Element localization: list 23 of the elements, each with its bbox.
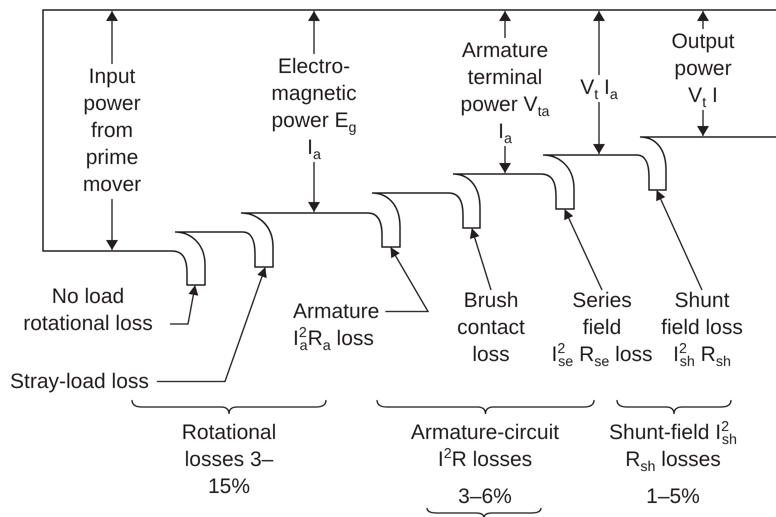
power-label: Armature terminal power V$_{ta}$ I$_{a}$ bbox=[460, 38, 550, 145]
power-label: Electro-magnetic power E$_{g}$ I$_{a}$ bbox=[270, 54, 358, 161]
power-label: V$_{t}$ I$_{a}$ bbox=[580, 75, 618, 101]
loss-label: No load rotational loss bbox=[12, 283, 164, 337]
loss-label: I$^{2}$$_{a}$R$_{a}$ loss bbox=[293, 325, 374, 352]
leader-line bbox=[656, 190, 703, 290]
loss-group-label: Rotational losses 3–15% bbox=[180, 420, 278, 500]
loss-label: Brush contact loss bbox=[449, 287, 533, 368]
leader-line bbox=[156, 267, 267, 382]
leader-line bbox=[385, 247, 430, 312]
loss-label: Stray-load loss bbox=[10, 368, 149, 395]
loss-label: Shunt field loss bbox=[660, 288, 744, 341]
loss-label: I$^{2}$$_{sh}$ R$_{sh}$ bbox=[673, 341, 731, 368]
loss-group-label: 3–6% bbox=[458, 484, 512, 510]
loss-label: I$^{2}$$_{se}$ R$_{se}$ loss bbox=[552, 341, 652, 368]
loss-group-label: Armature-circuit I$^{2}$R losses bbox=[410, 420, 560, 473]
loss-group-label: 1–5% bbox=[646, 484, 700, 510]
loss-label: Armature bbox=[293, 299, 380, 325]
leader-line bbox=[170, 285, 198, 325]
power-label: Output power V$_{t}$ I bbox=[670, 29, 736, 109]
power-label: Input power from prime mover bbox=[82, 64, 142, 198]
leader-line bbox=[470, 228, 492, 290]
leader-line bbox=[564, 209, 603, 290]
